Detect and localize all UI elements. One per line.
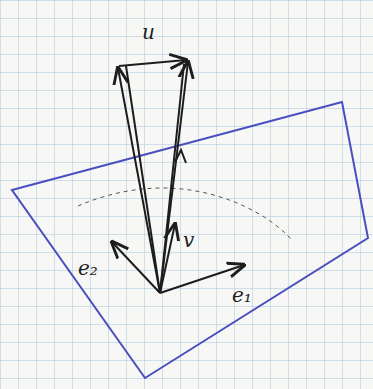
vector-label: u — [142, 22, 155, 42]
plane — [12, 102, 368, 378]
side-line — [126, 66, 160, 293]
e1-arrow — [160, 265, 244, 293]
vector-label: v — [183, 230, 194, 250]
mid-arrowhead — [175, 150, 186, 163]
long-arrow-left — [118, 68, 160, 293]
u-arrow — [119, 60, 186, 66]
vector-label: e₁ — [232, 285, 252, 305]
long-arrow-right — [160, 62, 188, 293]
side-line — [160, 64, 184, 293]
vector-label: e₂ — [78, 258, 98, 278]
